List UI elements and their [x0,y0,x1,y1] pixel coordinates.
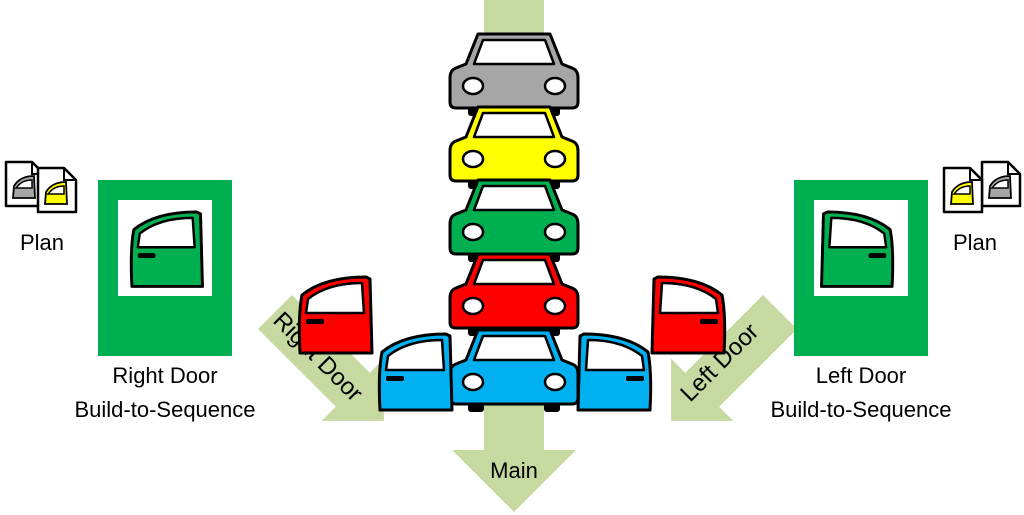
plan-left-label: Plan [20,230,64,255]
station-door-icon [820,210,895,288]
car-gray [448,32,580,118]
plan-docs-left [4,160,78,214]
plan-doc-yellow-icon [942,166,984,214]
car-sequence [448,32,580,414]
car-blue [448,328,580,414]
station-door-icon [129,210,204,288]
car-green [448,178,580,264]
left-station-label-line2: Build-to-Sequence [770,397,951,422]
car-red [448,252,580,338]
left-door-flow-arrow [671,295,797,421]
right-door-station [98,180,232,356]
right-door-red [297,275,374,355]
car-yellow [448,105,580,191]
right-station-label-line2: Build-to-Sequence [74,397,255,422]
left-station-label-line1: Left Door [816,363,907,388]
left-door-red [650,275,727,355]
main-flow-label: Main [490,458,538,483]
plan-docs-right [942,160,1022,214]
left-door-blue [576,332,653,412]
main-flow-arrow: Main [452,0,576,512]
right-station-label-line1: Right Door [112,363,217,388]
plan-right-label: Plan [953,230,997,255]
plan-doc-yellow-icon [36,166,78,214]
left-door-station [794,180,928,356]
plan-doc-gray-icon [980,160,1022,208]
right-door-blue [377,332,454,412]
